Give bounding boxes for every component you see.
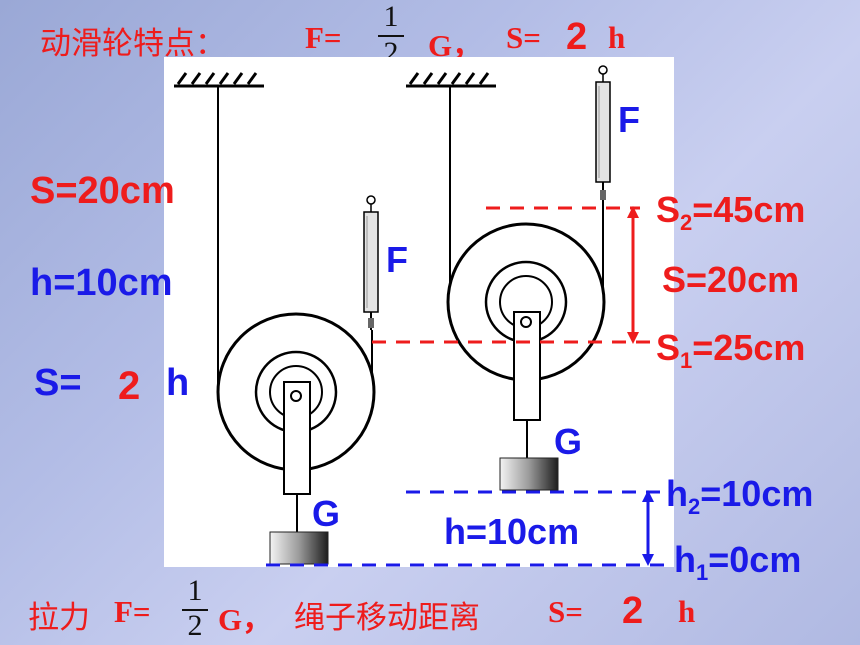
top-title-f-eq: F= [305,20,342,55]
f-right-label: F [618,99,640,140]
f-left-label: F [386,239,408,280]
h2-value: =10cm [700,473,813,514]
bottom-title-g: G， [218,602,274,637]
bottom-title-h: h [678,594,696,629]
s-arrow [627,206,639,344]
h2-letter: h [666,473,688,514]
bottom-title-prefix: 拉力 [28,600,90,636]
right-spring-scale [595,65,611,210]
s1-label: S1=25cm [656,327,805,373]
bottom-title-middle: 绳子移动距离 [294,600,480,636]
left-formula-h: h [166,362,190,404]
h-arrow [642,490,654,566]
h2-subscript: 2 [688,494,700,519]
h1-letter: h [674,539,696,580]
h1-subscript: 1 [696,560,708,585]
left-formula: S= 2 h [34,360,194,408]
bottom-title-two: 2 [622,590,644,632]
right-weight [499,457,559,491]
h1-value: =0cm [708,539,801,580]
s2-letter: S [656,189,680,230]
h-mid-label: h=10cm [444,511,579,552]
g-right-label: G [554,421,582,462]
top-title-prefix: 动滑轮特点： [40,26,226,62]
left-s-label: S=20cm [30,170,175,212]
g-left-label: G [312,493,340,534]
left-formula-s: S= [34,362,82,404]
top-title-h: h [608,20,626,55]
left-h-label: h=10cm [30,262,173,304]
s2-value: =45cm [692,189,805,230]
bottom-title-frac-num: 1 [187,574,203,607]
top-title-s-eq: S= [506,20,541,55]
top-title-frac-num: 1 [383,0,399,33]
s1-value: =25cm [692,327,805,368]
top-title-two: 2 [566,16,588,58]
left-spring-scale [363,195,379,330]
s2-subscript: 2 [680,210,692,235]
bottom-title-s-eq: S= [548,594,583,629]
left-weight [269,531,329,565]
left-formula-two: 2 [118,364,141,408]
h1-label: h1=0cm [674,539,801,585]
left-pulley [216,86,376,532]
top-title-frac-line [378,35,404,37]
right-ceiling [406,72,496,88]
bottom-title-f-eq: F= [114,594,151,629]
left-ceiling [174,72,264,88]
right-pulley [446,86,606,458]
s1-subscript: 1 [680,348,692,373]
bottom-title-frac-line [182,609,208,611]
bottom-title-frac-den: 2 [187,609,203,642]
s1-letter: S [656,327,680,368]
s-mid-label: S=20cm [662,259,799,300]
h2-label: h2=10cm [666,473,813,519]
s2-label: S2=45cm [656,189,805,235]
